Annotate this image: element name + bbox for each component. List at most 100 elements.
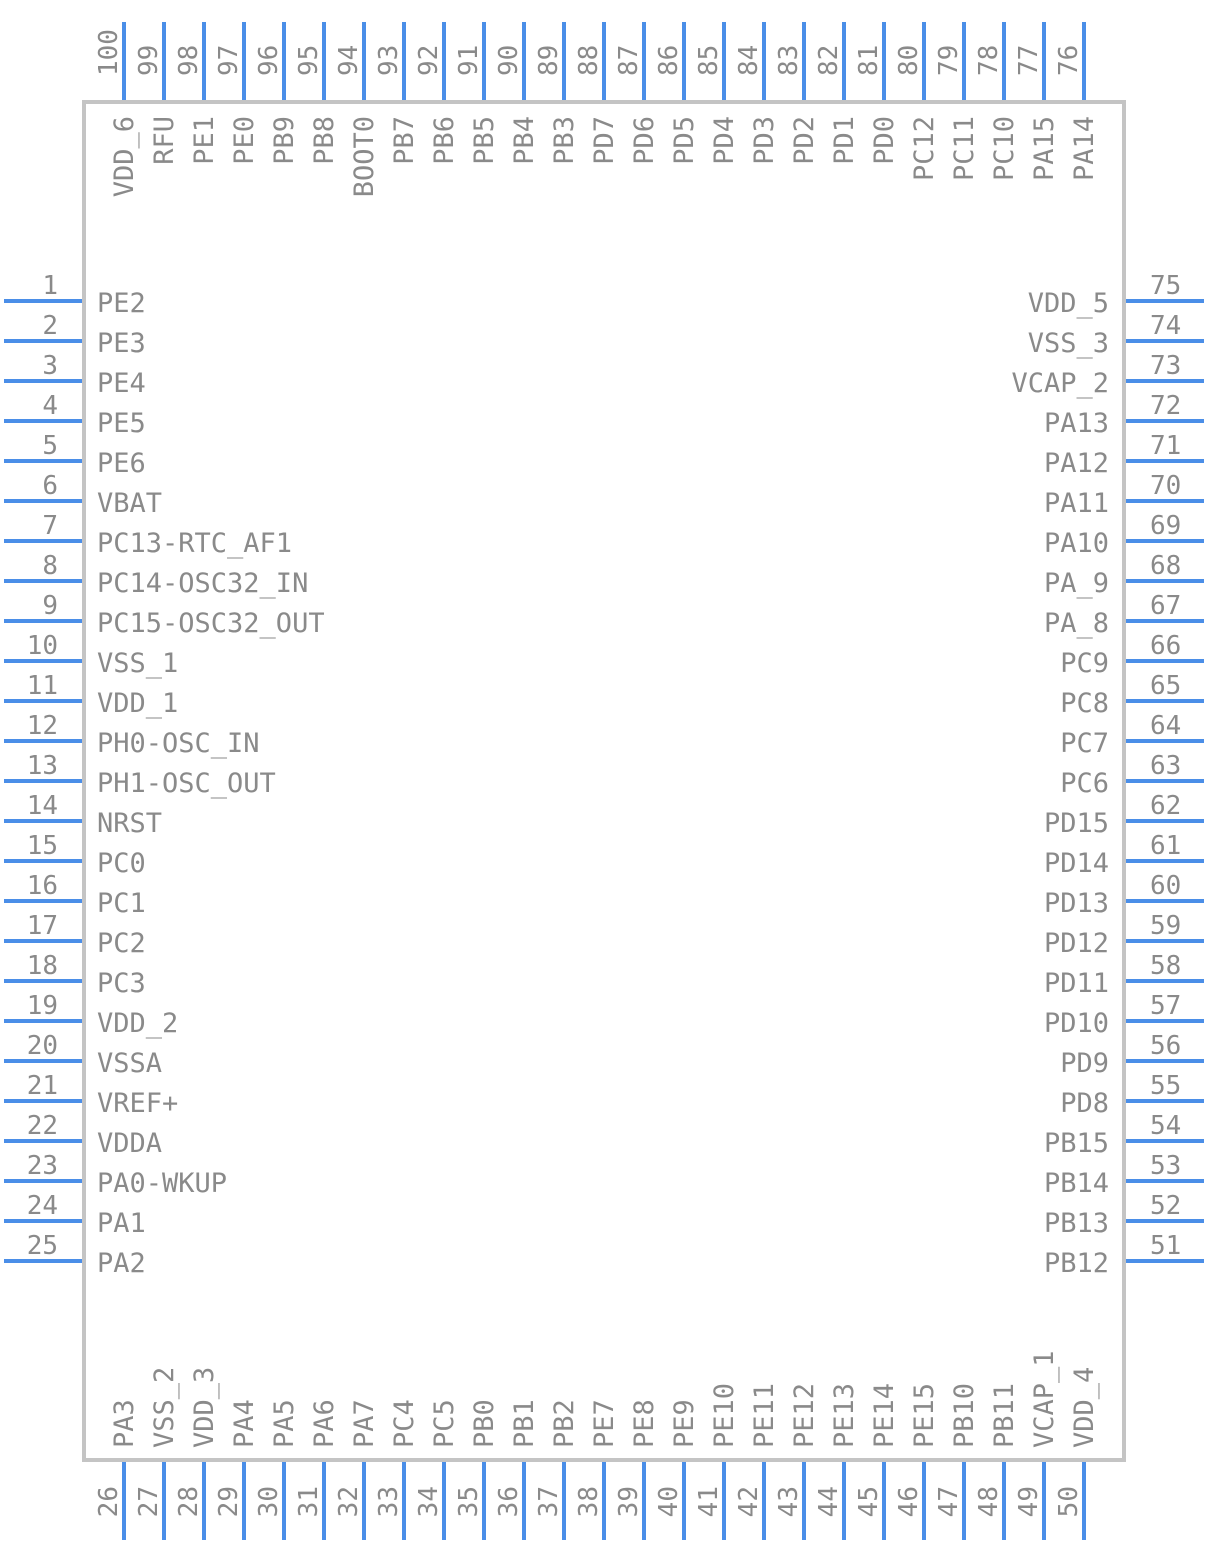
pin-number: 75 (1150, 271, 1181, 301)
pin-number: 62 (1150, 791, 1181, 821)
pin-number: 51 (1150, 1231, 1181, 1261)
pin-number: 40 (654, 1486, 684, 1517)
pin-number: 86 (654, 45, 684, 76)
pin-number: 35 (454, 1486, 484, 1517)
pin-number: 20 (27, 1031, 58, 1061)
pin-label: VSS_1 (97, 648, 178, 679)
pin-label: VREF+ (97, 1088, 178, 1119)
pin-label: PB15 (1044, 1128, 1109, 1159)
pin-number: 85 (694, 45, 724, 76)
pin-label: PD1 (829, 116, 860, 165)
pin-label: PD5 (669, 116, 700, 165)
pin-number: 58 (1150, 951, 1181, 981)
pin-label: PE11 (749, 1383, 780, 1448)
pin-number: 53 (1150, 1151, 1181, 1181)
pin-number: 81 (854, 45, 884, 76)
pin-label: PC15-OSC32_OUT (97, 608, 325, 639)
pin-label: PD3 (749, 116, 780, 165)
pin-label: PA13 (1044, 408, 1109, 439)
pin-number: 25 (27, 1231, 58, 1261)
pin-number: 93 (374, 45, 404, 76)
pin-label: PA11 (1044, 488, 1109, 519)
pin-label: PD10 (1044, 1008, 1109, 1039)
pin-number: 30 (254, 1486, 284, 1517)
pin-label: PE1 (189, 116, 220, 165)
pin-number: 9 (42, 591, 58, 621)
pin-number: 65 (1150, 671, 1181, 701)
pin-number: 16 (27, 871, 58, 901)
pin-number: 8 (42, 551, 58, 581)
pin-label: PB6 (429, 116, 460, 165)
pin-label: PE5 (97, 408, 146, 439)
pin-label: PC3 (97, 968, 146, 999)
pin-number: 79 (934, 45, 964, 76)
pin-label: PC14-OSC32_IN (97, 568, 308, 599)
pin-label: PB10 (949, 1383, 980, 1448)
pin-number: 88 (574, 45, 604, 76)
pin-number: 57 (1150, 991, 1181, 1021)
pin-group: 1PE22PE33PE44PE55PE66VBAT7PC13-RTC_AF18P… (4, 22, 1204, 1540)
pin-label: PH1-OSC_OUT (97, 768, 276, 799)
pin-label: PC13-RTC_AF1 (97, 528, 292, 559)
pin-label: NRST (97, 808, 162, 839)
pin-number: 12 (27, 711, 58, 741)
pin-number: 68 (1150, 551, 1181, 581)
pin-number: 13 (27, 751, 58, 781)
pin-label: PD6 (629, 116, 660, 165)
pin-label: PC2 (97, 928, 146, 959)
pin-label: PA3 (109, 1399, 140, 1448)
pin-label: PC5 (429, 1399, 460, 1448)
pin-number: 48 (974, 1486, 1004, 1517)
pin-number: 63 (1150, 751, 1181, 781)
pin-label: PC11 (949, 116, 980, 181)
pin-label: PA7 (349, 1399, 380, 1448)
pin-label: PB11 (989, 1383, 1020, 1448)
pin-number: 23 (27, 1151, 58, 1181)
pin-number: 11 (27, 671, 58, 701)
pin-label: VDD_4 (1069, 1367, 1100, 1448)
pin-label: VDD_6 (109, 116, 140, 197)
pin-label: PD8 (1060, 1088, 1109, 1119)
pin-label: PD9 (1060, 1048, 1109, 1079)
pin-number: 84 (734, 45, 764, 76)
pin-number: 100 (94, 29, 124, 76)
pin-label: PE10 (709, 1383, 740, 1448)
pin-number: 78 (974, 45, 1004, 76)
ic-body (82, 100, 1126, 1462)
pin-number: 14 (27, 791, 58, 821)
pin-number: 56 (1150, 1031, 1181, 1061)
pin-label: PD2 (789, 116, 820, 165)
pin-number: 3 (42, 351, 58, 381)
pin-number: 95 (294, 45, 324, 76)
pin-number: 28 (174, 1486, 204, 1517)
pin-label: VDD_1 (97, 688, 178, 719)
pin-number: 69 (1150, 511, 1181, 541)
pin-number: 5 (42, 431, 58, 461)
pin-label: PA14 (1069, 116, 1100, 181)
pin-label: VDDA (97, 1128, 162, 1159)
pin-number: 60 (1150, 871, 1181, 901)
pin-label: PD4 (709, 116, 740, 165)
pin-number: 18 (27, 951, 58, 981)
pin-label: PE8 (629, 1399, 660, 1448)
pin-label: PD12 (1044, 928, 1109, 959)
pin-label: PC4 (389, 1399, 420, 1448)
pin-number: 67 (1150, 591, 1181, 621)
pin-label: PE2 (97, 288, 146, 319)
pin-label: PA5 (269, 1399, 300, 1448)
pin-number: 31 (294, 1486, 324, 1517)
pin-number: 82 (814, 45, 844, 76)
pin-number: 1 (42, 271, 58, 301)
pin-number: 96 (254, 45, 284, 76)
pin-number: 99 (134, 45, 164, 76)
pin-label: PD15 (1044, 808, 1109, 839)
pin-number: 33 (374, 1486, 404, 1517)
pin-number: 52 (1150, 1191, 1181, 1221)
pin-label: VSS_3 (1028, 328, 1109, 359)
pin-number: 7 (42, 511, 58, 541)
pin-label: PC10 (989, 116, 1020, 181)
pin-label: PA0-WKUP (97, 1168, 227, 1199)
pin-label: PA10 (1044, 528, 1109, 559)
pin-label: PA4 (229, 1399, 260, 1448)
pin-label: VDD_5 (1028, 288, 1109, 319)
